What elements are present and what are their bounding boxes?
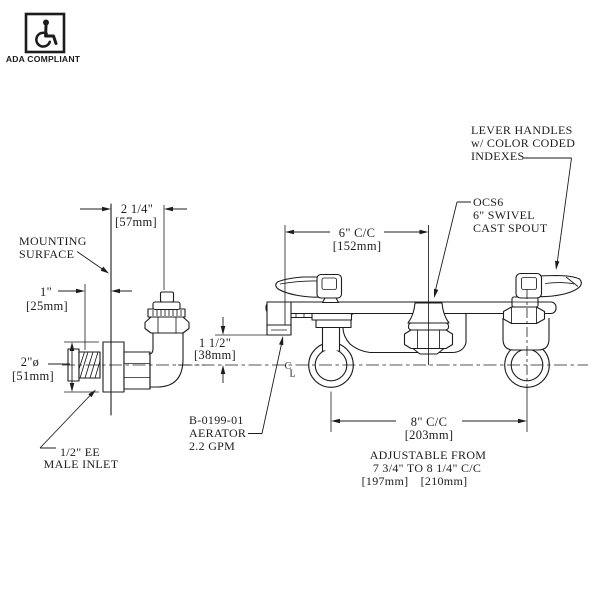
left-valve-band1 — [311, 312, 353, 321]
thread-hatching — [78, 351, 101, 379]
spout-outlet — [266, 301, 292, 336]
inlet-leader — [39, 389, 96, 449]
dim-flange-inch: 2"ø — [21, 355, 40, 369]
centerline-symbol-l: L — [289, 369, 295, 380]
side-view-drawing — [39, 203, 205, 449]
elbow-body — [148, 332, 184, 390]
dim-offset-inch: 2 1/4" — [121, 202, 153, 216]
left-valve-shank — [321, 326, 341, 352]
inlet-label-2: MALE INLET — [44, 457, 119, 471]
aerator-label-3: 2.2 GPM — [189, 439, 235, 453]
union-nut — [123, 351, 151, 390]
dim-1 — [58, 288, 132, 294]
ada-badge: ADA COMPLIANT — [6, 12, 81, 64]
bonnet-knurl — [147, 308, 186, 318]
wheelchair-icon — [35, 19, 58, 48]
inlet-label-1: 1/2" EE — [60, 445, 100, 459]
front-view-drawing — [178, 157, 588, 434]
left-lever-handle — [275, 273, 343, 299]
dim-shank-mm: [25mm] — [26, 299, 68, 313]
dim-flange-mm: [51mm] — [12, 369, 54, 383]
mounting-surface-label-2: SURFACE — [19, 247, 74, 261]
spout-label-2: 6" SWIVEL — [473, 208, 535, 222]
wall-flange-side — [102, 341, 125, 393]
dim-1-1-2 — [215, 317, 267, 383]
annotations: 2 1/4" [57mm] MOUNTING SURFACE 1" [25mm]… — [12, 123, 575, 488]
aerator-label-1: B-0199-01 — [189, 413, 244, 427]
dim-drop-mm: [38mm] — [194, 348, 236, 362]
adjustable-mm-high: [210mm] — [421, 474, 468, 488]
adjustable-label-2: 7 3/4" TO 8 1/4" C/C — [373, 461, 481, 475]
bonnet-cap — [152, 301, 181, 311]
spout-leader — [434, 201, 471, 298]
left-shank-fill — [322, 327, 340, 351]
handles-label-2: w/ COLOR CODED — [471, 136, 575, 150]
dim-drop-inch: 1 1/2" — [199, 336, 231, 350]
right-lever-handle — [515, 272, 582, 299]
dim-8cc — [331, 418, 527, 424]
left-valve-band2 — [315, 319, 352, 329]
centerline-symbol-c: C — [285, 361, 292, 372]
ada-label: ADA COMPLIANT — [6, 54, 81, 64]
bonnet-hex — [144, 316, 190, 334]
adjustable-mm-low: [197mm] — [362, 474, 409, 488]
aerator-leader — [248, 336, 284, 434]
dim-6cc — [285, 229, 429, 235]
aerator-label-2: AERATOR — [189, 426, 246, 440]
handles-leader — [523, 157, 572, 270]
dim-spout-mm: [152mm] — [333, 239, 382, 253]
dim-spout-inch: 6" C/C — [339, 226, 375, 240]
handles-label-3: INDEXES — [471, 149, 524, 163]
spout-label-1: OCS6 — [473, 195, 504, 209]
dim-centers-mm: [203mm] — [405, 428, 454, 442]
left-stem — [321, 297, 340, 304]
mounting-surface-label-1: MOUNTING — [19, 234, 87, 248]
handles-label-1: LEVER HANDLES — [471, 123, 573, 137]
centerline-symbol: C L — [285, 361, 296, 380]
right-bonnet-hex — [502, 306, 546, 325]
stem-screw — [159, 291, 175, 303]
spout-label-3: CAST SPOUT — [473, 221, 548, 235]
dim-2-1-4 — [80, 206, 187, 212]
dim-2-dia — [48, 342, 75, 392]
right-valve-boss — [502, 318, 550, 351]
dim-offset-mm: [57mm] — [115, 215, 157, 229]
knurl-ticks — [152, 310, 182, 316]
mounting-surface-leader — [76, 251, 109, 274]
dim-centers-inch: 8" C/C — [411, 415, 447, 429]
adjustable-label-1: ADJUSTABLE FROM — [370, 448, 487, 462]
dim-shank-inch: 1" — [40, 285, 52, 299]
